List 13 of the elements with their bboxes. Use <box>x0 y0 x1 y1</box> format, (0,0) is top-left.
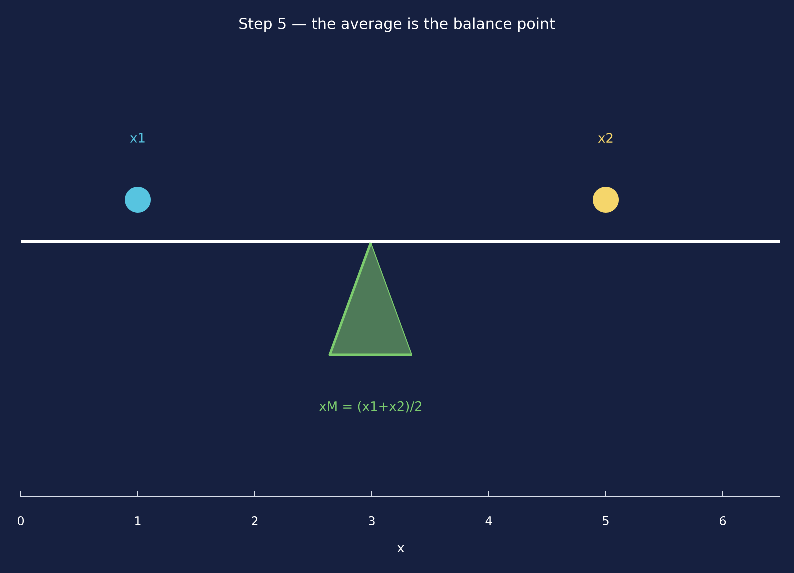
point-label: x2 <box>598 133 613 143</box>
formula-label: xM = (x1+x2)/2 <box>320 401 422 413</box>
point-label: x1 <box>130 133 145 143</box>
axis-label: x <box>398 545 404 553</box>
tick-label: 0 <box>18 516 24 526</box>
beam <box>21 240 780 244</box>
tick-label: 1 <box>136 516 141 526</box>
tick-label: 2 <box>252 516 258 526</box>
tick-label: 4 <box>486 516 492 526</box>
tick-label: 6 <box>720 516 726 526</box>
tick-label: 5 <box>603 516 609 526</box>
tick-label: 3 <box>369 516 375 526</box>
title: Step 5 — the average is the balance point <box>240 18 556 32</box>
